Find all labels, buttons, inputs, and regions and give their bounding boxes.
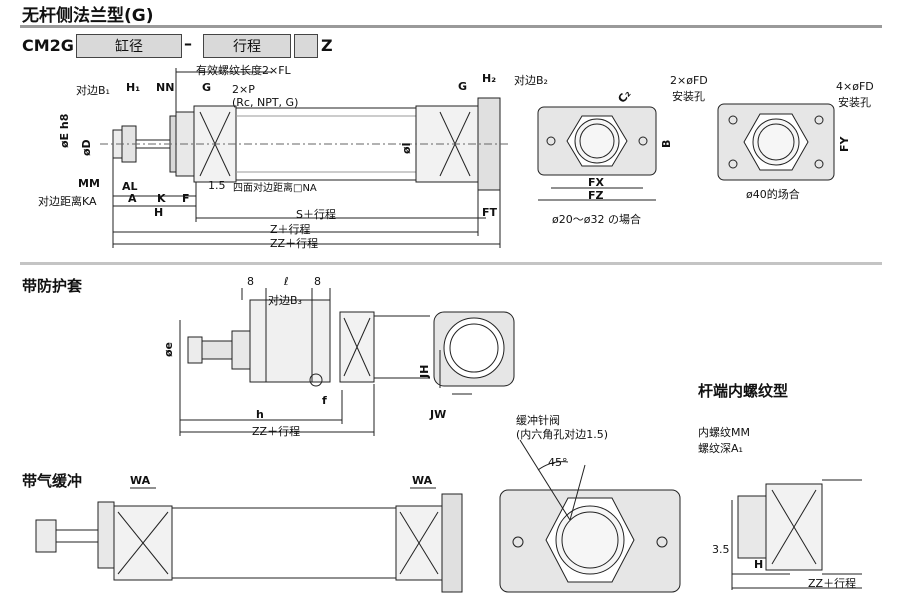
label-wa-left: WA <box>130 474 151 487</box>
label-fx: FX <box>588 176 604 189</box>
label-nn: NN <box>156 81 175 94</box>
female-section-title: 杆端内螺纹型 <box>698 382 789 400</box>
label-needle-note: (内六角孔对边1.5) <box>516 428 609 441</box>
label-fl: 有效螺纹长度2×FL <box>196 64 291 77</box>
label-3-5: 3.5 <box>712 543 730 556</box>
main-dimension-lines <box>112 68 501 248</box>
label-b: B <box>660 139 673 148</box>
label-s-stroke: S＋行程 <box>296 208 336 221</box>
label-al: AL <box>122 180 138 193</box>
model-prefix: CM2G <box>22 36 74 55</box>
label-l: ℓ <box>284 275 289 288</box>
label-female-h: H <box>754 558 764 571</box>
label-ft: FT <box>482 206 498 219</box>
label-h1: H₁ <box>126 81 141 94</box>
label-b3: 对边B₃ <box>268 294 302 307</box>
label-hole-small: 安装孔 <box>672 90 705 103</box>
label-b2: 对边B₂ <box>514 74 548 87</box>
label-z-stroke: Z＋行程 <box>270 223 311 236</box>
main-cylinder-drawing <box>100 97 510 191</box>
label-g-left: G <box>202 81 212 94</box>
label-k: K <box>157 192 166 205</box>
cushion-section-title: 带气缓冲 <box>22 472 83 490</box>
label-i: øI <box>400 142 413 154</box>
stroke-box: 行程 <box>203 34 291 58</box>
model-dash: – <box>184 34 192 53</box>
blank-box <box>294 34 318 58</box>
boot-cylinder-drawing <box>179 288 430 436</box>
label-jw: JW <box>430 408 447 421</box>
label-fy: FY <box>838 136 851 152</box>
caption-small-bore: ø20～ø32 の場合 <box>552 213 641 226</box>
label-female-mm: 内螺纹MM <box>698 426 750 439</box>
label-hole-large: 安装孔 <box>838 96 871 109</box>
label-b1: 对边B₁ <box>76 84 110 97</box>
label-ka: 对边距离KA <box>38 195 97 208</box>
cushion-cylinder-drawing <box>35 487 463 593</box>
label-wa-right: WA <box>412 474 433 487</box>
label-jh: JH <box>418 364 431 378</box>
label-p: 2×P <box>232 83 255 96</box>
label-8b: 8 <box>314 275 321 288</box>
model-suffix: Z <box>321 36 333 55</box>
boot-end-view-drawing <box>433 311 515 395</box>
label-e: øe <box>162 341 175 357</box>
bore-box: 缸径 <box>76 34 182 58</box>
label-a1: 螺纹深A₁ <box>698 442 743 455</box>
label-p-note: (Rc, NPT, G) <box>232 96 299 109</box>
label-h: H <box>154 206 164 219</box>
caption-large-bore: ø40的场合 <box>746 188 800 201</box>
section-rule <box>20 262 882 265</box>
label-fd2: 2×øFD <box>670 74 708 87</box>
label-e-h8: øE h8 <box>58 113 71 148</box>
boot-section-title: 带防护套 <box>22 277 83 295</box>
label-boot-zz: ZZ＋行程 <box>252 425 301 438</box>
label-h2: H₂ <box>482 72 497 85</box>
label-fz: FZ <box>588 189 604 202</box>
label-1-5: 1.5 <box>208 179 226 192</box>
label-boot-h: h <box>256 408 264 421</box>
label-fd4: 4×øFD <box>836 80 874 93</box>
flange-large-drawing <box>717 103 835 181</box>
label-angle: 45° <box>548 456 568 469</box>
female-thread-drawing <box>731 479 862 590</box>
title-rule <box>20 25 882 28</box>
cushion-flange-drawing <box>499 439 681 593</box>
flange-small-drawing <box>537 106 657 201</box>
label-female-zz: ZZ＋行程 <box>808 577 857 590</box>
label-8a: 8 <box>247 275 254 288</box>
label-f: F <box>182 192 190 205</box>
page-title: 无杆侧法兰型(G) <box>22 6 154 26</box>
label-boot-f: f <box>322 394 327 407</box>
label-na: 四面对边距离□NA <box>233 183 317 194</box>
label-mm: MM <box>78 177 100 190</box>
label-g-right: G <box>458 80 468 93</box>
label-needle: 缓冲针阀 <box>516 414 560 427</box>
label-d: øD <box>80 139 93 156</box>
label-a: A <box>128 192 137 205</box>
label-zz-stroke: ZZ＋行程 <box>270 237 319 250</box>
